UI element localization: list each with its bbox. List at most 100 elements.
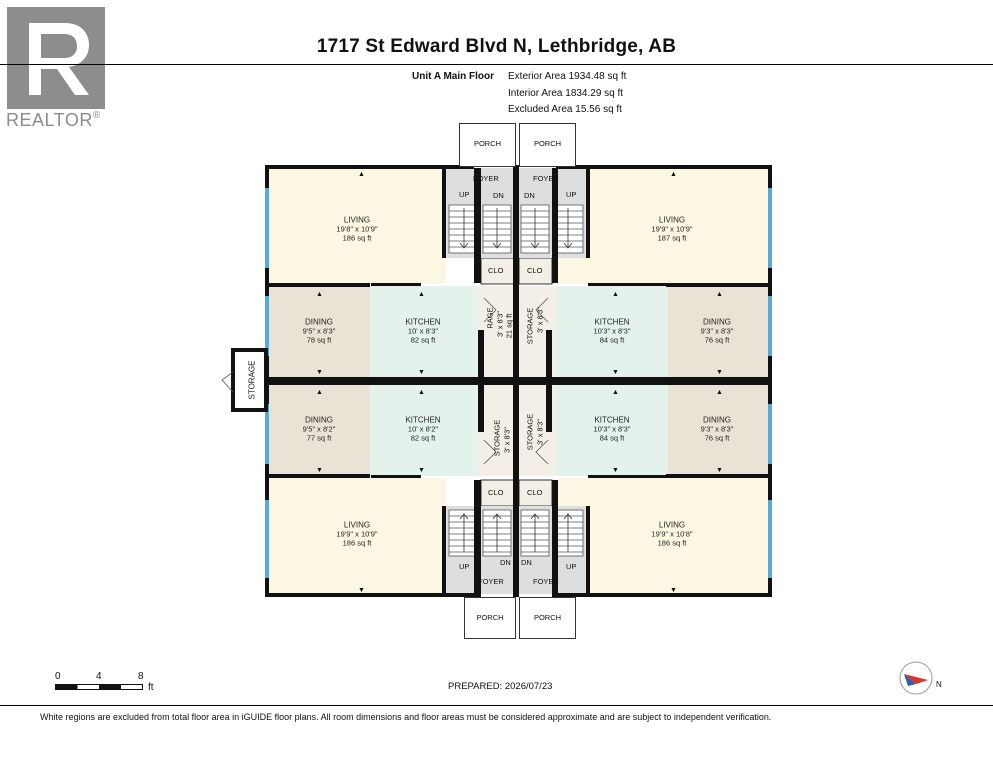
svg-text:▼: ▼ — [612, 467, 619, 474]
label-storage-4: STORAGE — [525, 413, 535, 451]
interior-area: Interior Area 1834.29 sq ft — [508, 88, 624, 99]
svg-text:▲: ▲ — [612, 291, 619, 298]
kitchen-2-fill — [556, 286, 668, 378]
svg-text:▼: ▼ — [358, 587, 365, 594]
svg-text:▲: ▲ — [670, 171, 677, 178]
svg-text:▼: ▼ — [316, 467, 323, 474]
scale-tick-4: 4 — [96, 671, 102, 682]
label-storage-1-dims: 3' x 8'3" — [495, 311, 505, 337]
label-storage-1: RAGE — [485, 307, 495, 329]
exterior-storage — [231, 348, 268, 412]
svg-text:▲: ▲ — [716, 291, 723, 298]
exterior-area: Exterior Area 1934.48 sq ft — [508, 71, 627, 82]
svg-text:▲: ▲ — [418, 291, 425, 298]
label-up-tl: UP — [459, 190, 470, 199]
stair-arrows — [459, 208, 573, 552]
page-title: 1717 St Edward Blvd N, Lethbridge, AB — [316, 36, 677, 57]
label-up-bl: UP — [459, 562, 470, 571]
footer-divider — [0, 705, 993, 706]
prepared-date: PREPARED: 2026/07/23 — [448, 681, 553, 692]
living-tl-fill — [268, 168, 446, 283]
svg-text:▲: ▲ — [316, 291, 323, 298]
svg-text:▼: ▼ — [418, 369, 425, 376]
label-storage-4-dims: 3' x 8'3" — [535, 419, 545, 445]
label-foyer-tl: FOYER — [473, 174, 499, 183]
dining-3-fill — [268, 384, 370, 476]
porch-bl: PORCH — [464, 597, 516, 639]
kitchen-3-fill — [370, 384, 478, 476]
label-up-br: UP — [566, 562, 577, 571]
scale-tick-0: 0 — [55, 671, 61, 682]
label-storage-3-dims: 3' x 8'3" — [502, 427, 512, 453]
realtor-r-icon — [7, 7, 105, 109]
label-dn-bl: DN — [500, 558, 511, 567]
realtor-logo-text: REALTOR® — [6, 110, 101, 130]
dining-2-fill — [668, 286, 768, 378]
floor-plan: ▲ ▲ ▲ ▲ ▲ ▲ ▼ ▼ ▼ ▼ ▲ ▲ ▲ ▲ ▼ ▼ ▼ ▼ ▼ ▼ — [221, 165, 772, 597]
porch-tr: PORCH — [519, 123, 576, 167]
svg-text:▼: ▼ — [716, 369, 723, 376]
clo-3-fill — [480, 479, 515, 507]
living-tr-fill — [556, 168, 768, 283]
label-clo-2: CLO — [527, 266, 543, 275]
footnote: White regions are excluded from total fl… — [40, 712, 772, 722]
door-swings — [483, 297, 549, 465]
living-bl-fill — [268, 478, 446, 594]
kitchen-4-fill — [556, 384, 668, 476]
realtor-logo-mark — [7, 7, 105, 109]
label-storage-3: STORAGE — [492, 419, 502, 457]
label-dn-br: DN — [521, 558, 532, 567]
dining-1-fill — [268, 286, 370, 378]
svg-text:▼: ▼ — [316, 369, 323, 376]
label-storage-1-area: 21 sq ft — [504, 313, 514, 339]
svg-text:▲: ▲ — [358, 171, 365, 178]
label-storage-exterior: STORAGE — [247, 360, 257, 400]
label-up-tr: UP — [566, 190, 577, 199]
label-storage-2: STORAGE — [525, 307, 535, 345]
exterior-storage-door — [221, 371, 234, 393]
svg-text:▼: ▼ — [670, 587, 677, 594]
kitchen-1-fill — [370, 286, 478, 378]
label-clo-3: CLO — [488, 488, 504, 497]
scale-tick-8: 8 — [138, 671, 144, 682]
dining-4-fill — [668, 384, 768, 476]
label-clo-4: CLO — [527, 488, 543, 497]
compass-label: N — [936, 680, 942, 689]
label-dn-tl: DN — [493, 191, 504, 200]
windows — [265, 188, 772, 578]
label-foyer-tr: FOYER — [533, 174, 559, 183]
label-foyer-br: FOYER — [533, 577, 559, 586]
label-storage-2-dims: 3' x 8'3" — [535, 307, 545, 333]
svg-text:▼: ▼ — [612, 369, 619, 376]
compass-icon — [899, 661, 933, 695]
svg-text:▼: ▼ — [418, 467, 425, 474]
svg-text:▲: ▲ — [316, 389, 323, 396]
svg-text:▲: ▲ — [612, 389, 619, 396]
scale-unit: ft — [148, 682, 154, 693]
svg-text:▲: ▲ — [418, 389, 425, 396]
porch-br: PORCH — [519, 597, 576, 639]
label-clo-1: CLO — [488, 266, 504, 275]
porch-tl: PORCH — [459, 123, 516, 167]
label-foyer-bl: FOYER — [478, 577, 504, 586]
label-dn-tr: DN — [524, 191, 535, 200]
floor-label: Unit A Main Floor — [412, 71, 495, 82]
scale-bar — [55, 684, 143, 690]
dim-ticks: ▲ ▲ ▲ ▲ ▲ ▲ ▼ ▼ ▼ ▼ ▲ ▲ ▲ ▲ ▼ ▼ ▼ ▼ ▼ ▼ — [316, 171, 723, 594]
excluded-area: Excluded Area 15.56 sq ft — [508, 104, 622, 115]
svg-text:▼: ▼ — [716, 467, 723, 474]
living-br-fill — [556, 478, 768, 594]
svg-text:▲: ▲ — [716, 389, 723, 396]
